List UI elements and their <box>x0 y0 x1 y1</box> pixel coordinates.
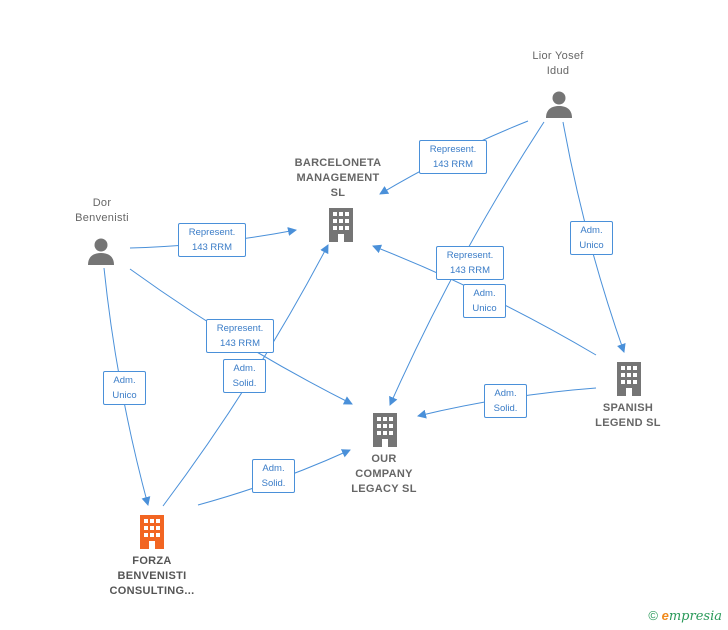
edge-label-spanish-barceloneta: Adm. Unico <box>463 284 506 318</box>
edge-label-dor-barceloneta: Represent. 143 RRM <box>178 223 246 257</box>
building-icon[interactable] <box>614 361 644 397</box>
empresia-logo[interactable]: © empresia <box>648 608 722 624</box>
node-label-dor-benvenisti[interactable]: Dor Benvenisti <box>75 197 129 224</box>
node-label-lior-yosef-idud[interactable]: Lior Yosef Idud <box>532 50 584 77</box>
building-icon[interactable] <box>370 412 400 448</box>
building-icon[interactable] <box>137 514 167 550</box>
node-label-our-company-legacy[interactable]: OUR COMPANY LEGACY SL <box>351 453 417 495</box>
edge-label-lior-spanish: Adm. Unico <box>570 221 613 255</box>
copyright-icon: © <box>648 608 658 623</box>
building-icon[interactable] <box>326 207 356 243</box>
edge-label-forza-ourcompany: Adm. Solid. <box>252 459 295 493</box>
node-label-spanish-legend[interactable]: SPANISH LEGEND SL <box>595 402 661 429</box>
edge-label-forza-barceloneta: Adm. Solid. <box>223 359 266 393</box>
node-label-forza-benvenisti[interactable]: FORZA BENVENISTI CONSULTING... <box>109 555 195 597</box>
edge-label-dor-forza: Adm. Unico <box>103 371 146 405</box>
edge-label-spanish-ourcompany: Adm. Solid. <box>484 384 527 418</box>
person-icon[interactable] <box>544 89 574 119</box>
edge-label-lior-ourcompany: Represent. 143 RRM <box>436 246 504 280</box>
edge-label-lior-barceloneta: Represent. 143 RRM <box>419 140 487 174</box>
person-icon[interactable] <box>86 236 116 266</box>
edge-label-dor-ourcompany: Represent. 143 RRM <box>206 319 274 353</box>
node-label-barceloneta-management[interactable]: BARCELONETA MANAGEMENT SL <box>294 157 382 199</box>
